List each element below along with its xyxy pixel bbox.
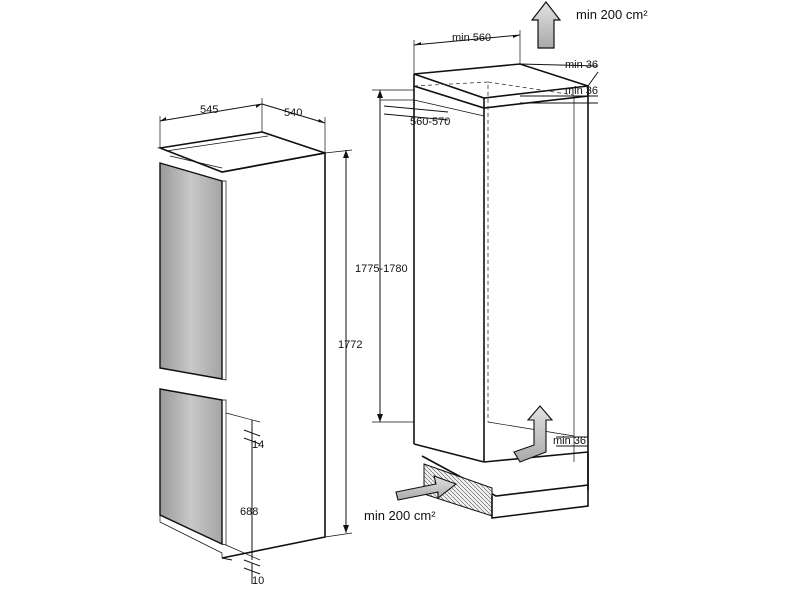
- appliance-drawing: 545 540 1772 14 688 10: [156, 98, 362, 587]
- appliance-side-face: [221, 152, 326, 559]
- dim-appliance-depth: 540: [284, 107, 302, 119]
- bottom-airflow-arrow: [395, 475, 458, 501]
- top-airflow-arrow: [530, 1, 562, 49]
- dim-bottom-clearance: 10: [252, 575, 264, 587]
- dim-appliance-width: 545: [200, 104, 218, 116]
- dim-niche-width: min 560: [452, 32, 491, 44]
- appliance-lower-door: [159, 388, 223, 546]
- dim-appliance-height: 1772: [338, 339, 362, 351]
- dim-niche-bottom-gap: min 36: [553, 435, 586, 447]
- top-vent-area: min 200 cm²: [576, 7, 648, 22]
- appliance-upper-door: [159, 162, 223, 380]
- appliance-top-face: [156, 131, 326, 173]
- inner-airflow-arrow: [513, 405, 554, 463]
- dim-niche-height: 1775-1780: [355, 263, 408, 275]
- dim-lower-door-height: 688: [240, 506, 258, 518]
- niche-top-slab: [413, 63, 589, 99]
- dim-niche-rear-gap: min 36: [565, 85, 598, 97]
- dim-niche-inner-width: 560-570: [410, 116, 450, 128]
- niche-drawing: min 560 min 36 min 36 560-570 1775-1780 …: [355, 1, 648, 523]
- dim-door-gap: 14: [252, 439, 264, 451]
- bottom-vent-area: min 200 cm²: [364, 508, 436, 523]
- dim-niche-top-gap: min 36: [565, 59, 598, 71]
